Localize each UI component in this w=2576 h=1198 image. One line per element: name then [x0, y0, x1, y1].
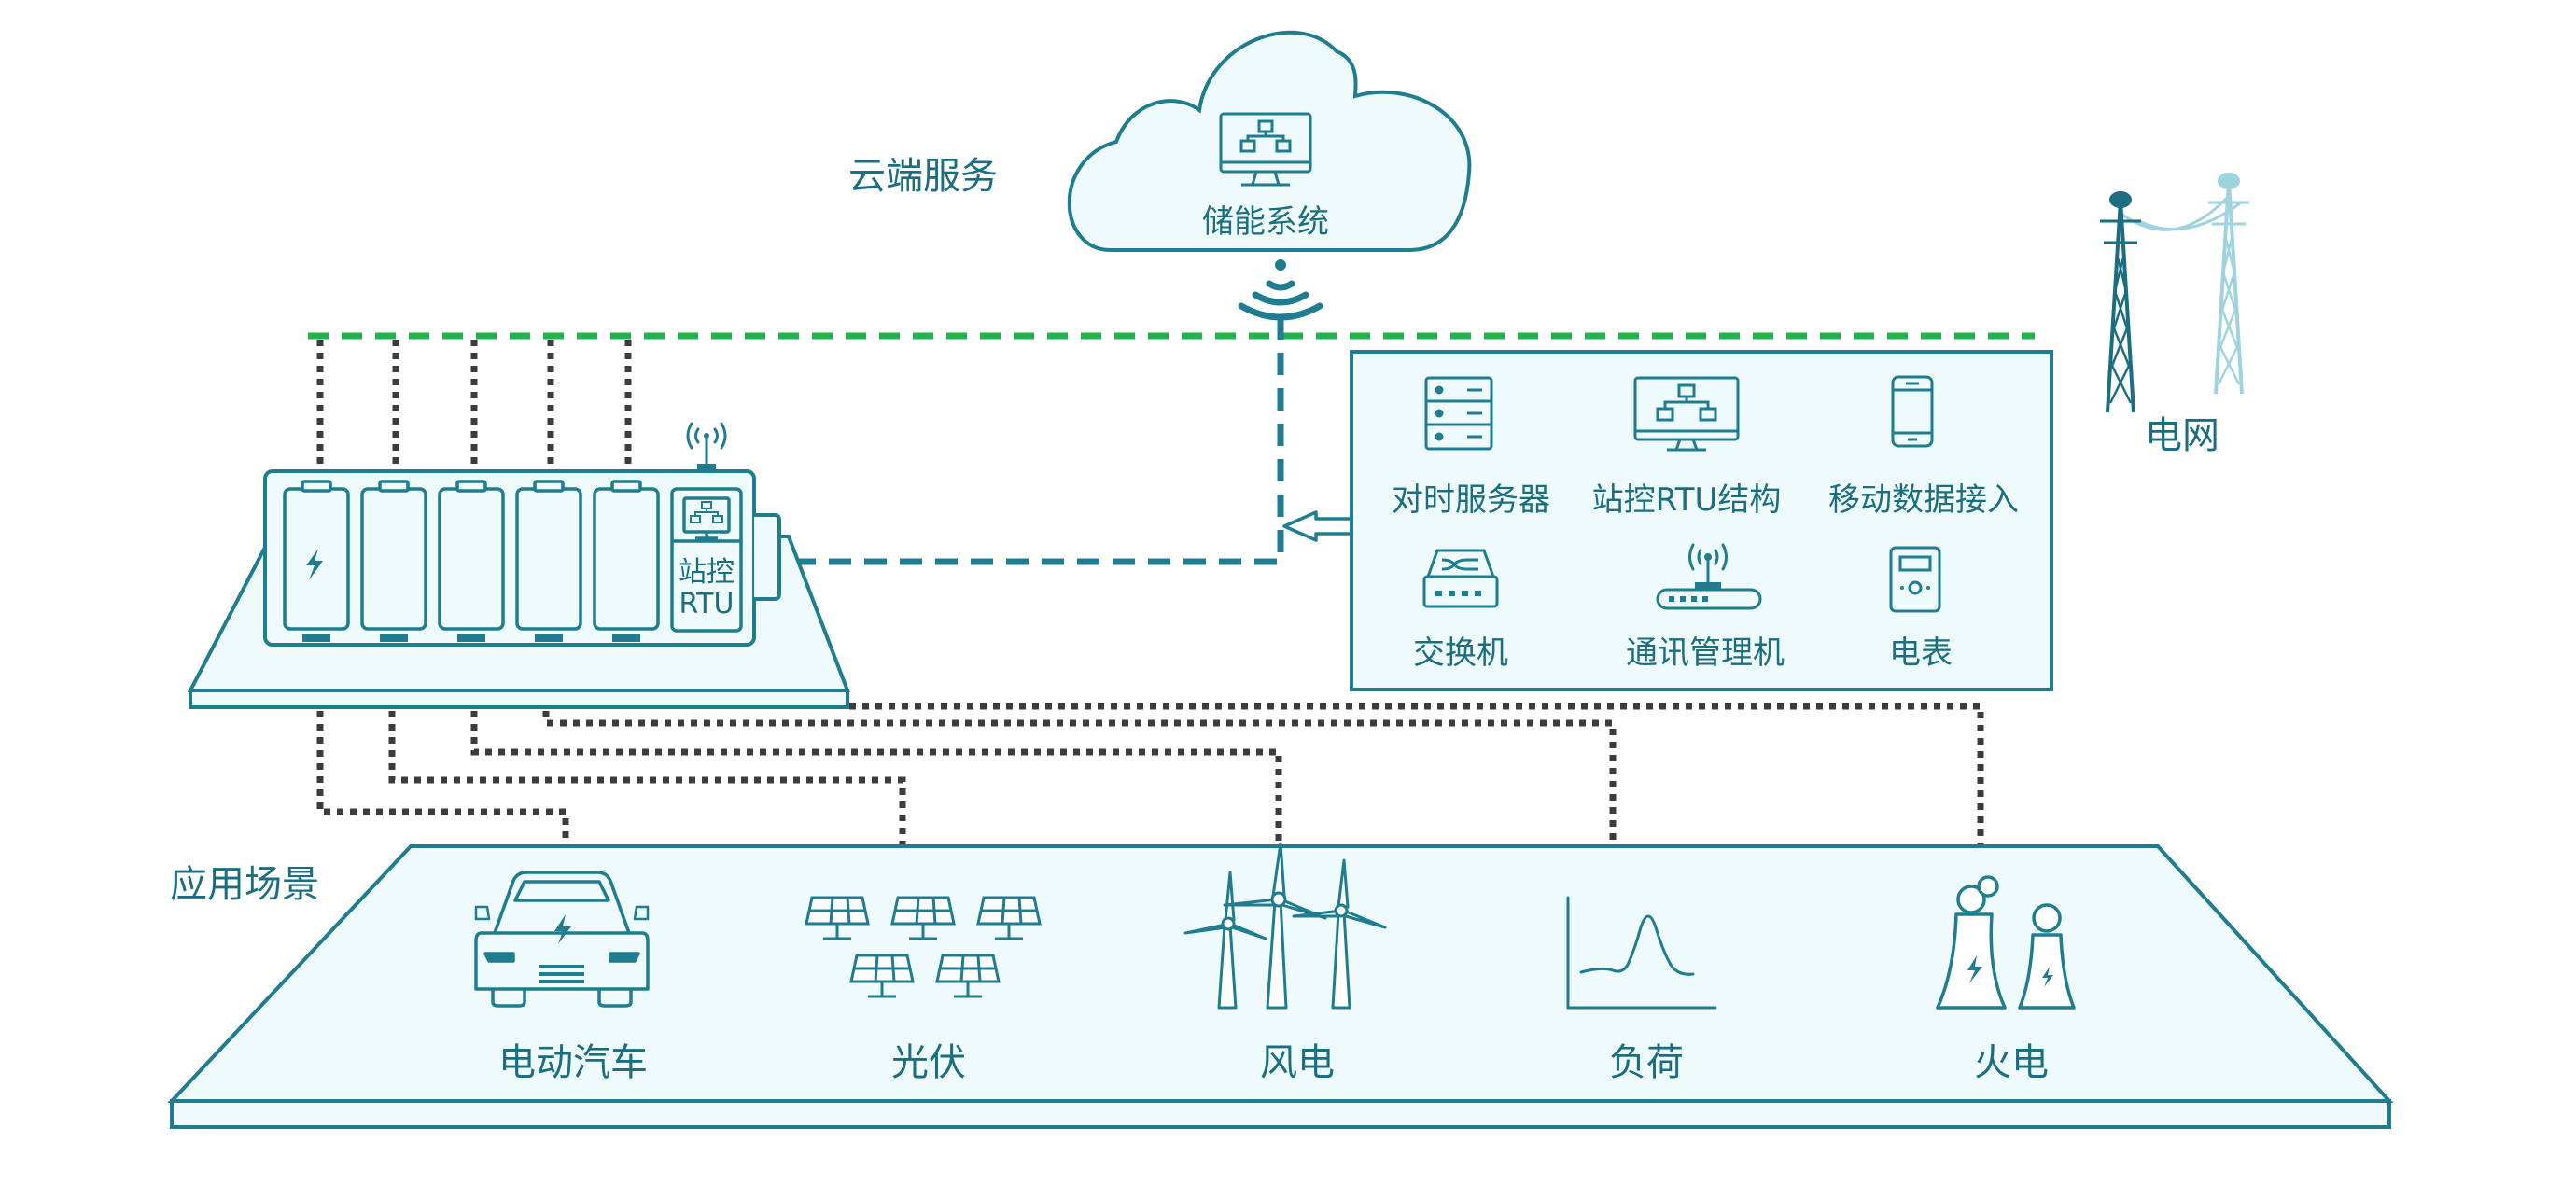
thermal-plant-icon — [1936, 875, 2076, 1010]
device-label-meter: 电表 — [1889, 634, 1953, 672]
cloud-shape — [1067, 30, 1472, 252]
device-label-mobile-data: 移动数据接入 — [1828, 481, 2019, 519]
scenario-label-solar: 光伏 — [891, 1041, 966, 1084]
cloud-service-label: 云端服务 — [848, 155, 998, 198]
solar-panel-icon — [805, 896, 1042, 998]
monitor-network-icon — [1633, 376, 1740, 452]
switch-icon — [1422, 549, 1499, 608]
battery-bus-links — [316, 340, 632, 471]
load-curve-icon — [1566, 896, 1717, 1010]
lightning-bolt-icon — [306, 549, 323, 580]
device-label-rtu-structure: 站控RTU结构 — [1591, 481, 1782, 519]
storage-system-label: 储能系统 — [1202, 203, 1329, 241]
cloud-monitor-icon — [1219, 112, 1312, 187]
scenario-links — [316, 703, 1984, 844]
tower-icon — [2098, 189, 2143, 414]
tower-icon-light — [2206, 171, 2251, 396]
scenarios-label: 应用场景 — [170, 863, 319, 906]
scenario-label-load: 负荷 — [1609, 1041, 1684, 1084]
grid-label: 电网 — [2145, 414, 2219, 457]
station-rtu-label-line2: RTU — [679, 588, 735, 620]
wifi-signal-icon — [1238, 259, 1323, 321]
battery-cells — [283, 480, 660, 631]
cabinet-side-panel — [754, 513, 781, 601]
antenna-icon — [686, 422, 727, 471]
meter-icon — [1889, 546, 1941, 613]
scenario-label-wind: 风电 — [1260, 1041, 1335, 1084]
server-icon — [1424, 376, 1493, 451]
arrow-icon — [1282, 510, 1353, 542]
station-rtu-module — [670, 487, 743, 633]
scenario-label-ev: 电动汽车 — [498, 1041, 648, 1084]
battery-feet — [302, 634, 640, 642]
ev-car-icon — [474, 871, 650, 1008]
device-label-time-server: 对时服务器 — [1392, 481, 1550, 519]
device-label-switch: 交换机 — [1413, 634, 1508, 672]
wind-turbine-icon — [1183, 842, 1387, 1010]
station-rtu-label-line1: 站控 — [679, 556, 735, 589]
scenario-label-thermal: 火电 — [1974, 1041, 2049, 1084]
router-icon — [1656, 543, 1762, 610]
device-label-comm-manager: 通讯管理机 — [1626, 634, 1785, 672]
rtu-cloud-link — [789, 317, 1284, 565]
phone-icon — [1891, 375, 1934, 448]
